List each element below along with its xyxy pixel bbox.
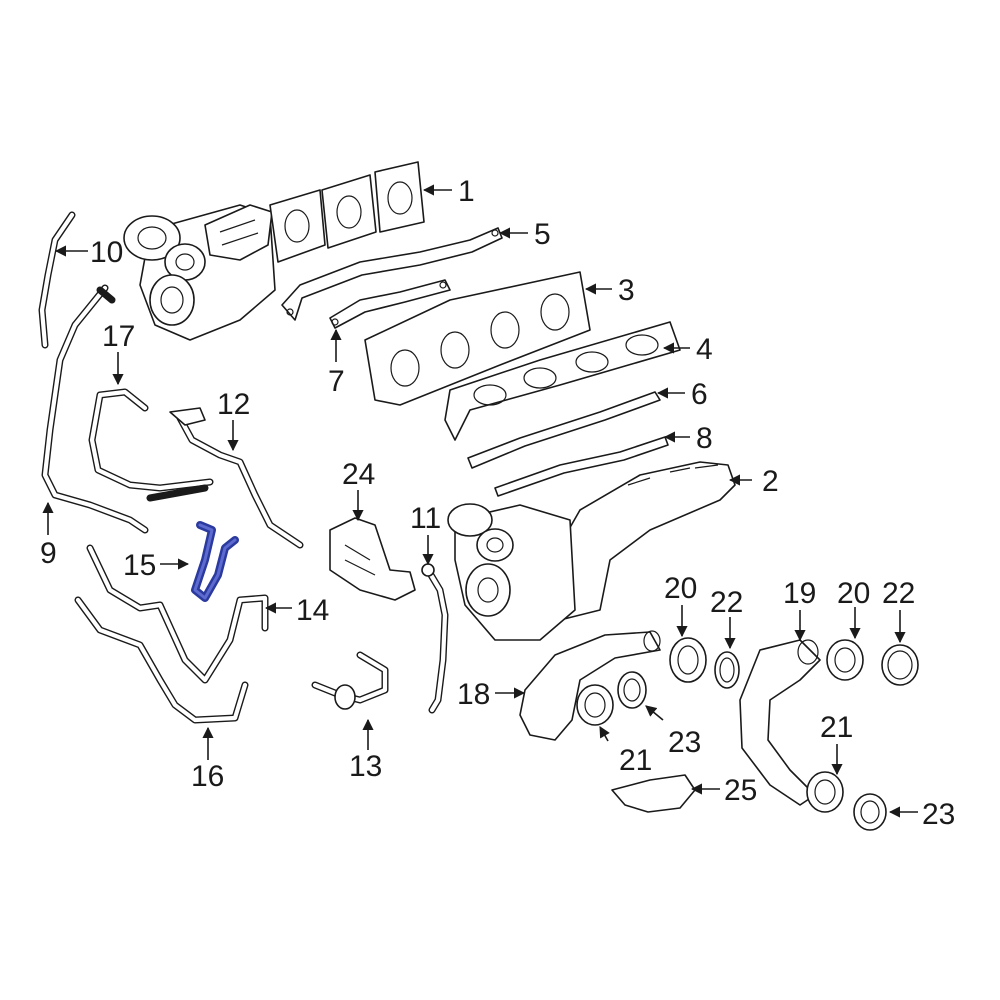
part-20a-coupling[interactable] xyxy=(669,637,707,683)
part-4-manifold-gasket[interactable] xyxy=(444,321,681,441)
part-13-coolant-pipe[interactable] xyxy=(311,651,389,710)
callout-20a: 20 xyxy=(664,572,697,605)
part-23a-clamp[interactable] xyxy=(617,671,647,709)
part-22b-clamp[interactable] xyxy=(881,644,919,686)
callout-19: 19 xyxy=(783,577,816,610)
part-3-heat-shield[interactable] xyxy=(364,271,591,406)
part-21a-coupling[interactable] xyxy=(576,684,614,726)
callout-20b: 20 xyxy=(837,577,870,610)
callout-18: 18 xyxy=(457,678,490,711)
callout-labels: 1 2 3 4 5 6 7 8 9 10 11 12 13 14 15 16 1… xyxy=(40,175,955,831)
part-11-sensor-line[interactable] xyxy=(421,563,449,714)
part-21b-coupling[interactable] xyxy=(806,771,844,813)
part-2-exhaust-manifold[interactable] xyxy=(447,461,736,641)
part-12-coolant-line[interactable] xyxy=(169,407,304,549)
callout-3: 3 xyxy=(618,274,635,307)
part-10-line[interactable] xyxy=(38,211,76,349)
callout-8: 8 xyxy=(696,422,713,455)
part-23b-clamp[interactable] xyxy=(853,793,887,831)
part-18-charge-air-pipe[interactable] xyxy=(519,630,661,741)
part-1-gasket-set[interactable] xyxy=(269,161,425,263)
callout-24: 24 xyxy=(342,458,375,491)
part-22a-clamp[interactable] xyxy=(714,651,740,689)
part-17-oil-line[interactable] xyxy=(88,388,214,502)
callout-17: 17 xyxy=(102,320,135,353)
callout-9: 9 xyxy=(40,537,57,570)
part-6-gasket[interactable] xyxy=(467,391,661,469)
part-15-oil-feed-line-highlighted[interactable] xyxy=(191,521,239,602)
callout-22b: 22 xyxy=(882,577,915,610)
callout-23a: 23 xyxy=(668,726,701,759)
callout-16: 16 xyxy=(191,760,224,793)
callout-4: 4 xyxy=(696,333,713,366)
part-20b-coupling[interactable] xyxy=(826,639,864,681)
callout-6: 6 xyxy=(691,378,708,411)
part-7-gasket[interactable] xyxy=(329,279,451,329)
callout-22a: 22 xyxy=(710,586,743,619)
callout-2: 2 xyxy=(762,465,779,498)
callout-7: 7 xyxy=(328,365,345,398)
leader-lines xyxy=(42,184,918,818)
callout-21a: 21 xyxy=(619,744,652,777)
part-25-heat-shield[interactable] xyxy=(611,774,696,813)
callout-13: 13 xyxy=(349,750,382,783)
callout-12: 12 xyxy=(217,388,250,421)
part-8-gasket[interactable] xyxy=(494,436,669,497)
part-10-turbocharger[interactable] xyxy=(123,204,276,341)
callout-11: 11 xyxy=(410,502,441,535)
callout-25: 25 xyxy=(724,774,757,807)
callout-5: 5 xyxy=(534,218,551,251)
callout-14: 14 xyxy=(296,594,329,627)
part-19-charge-air-hose[interactable] xyxy=(739,639,821,806)
callout-10: 10 xyxy=(90,236,123,269)
part-16-coolant-line[interactable] xyxy=(74,596,249,724)
part-14-coolant-line[interactable] xyxy=(86,544,269,684)
callout-21b: 21 xyxy=(820,711,853,744)
callout-23b: 23 xyxy=(922,798,955,831)
callout-15: 15 xyxy=(123,549,156,582)
part-9-oil-line[interactable] xyxy=(41,284,149,534)
callout-1: 1 xyxy=(458,175,475,208)
part-24-heat-shield[interactable] xyxy=(329,517,416,601)
